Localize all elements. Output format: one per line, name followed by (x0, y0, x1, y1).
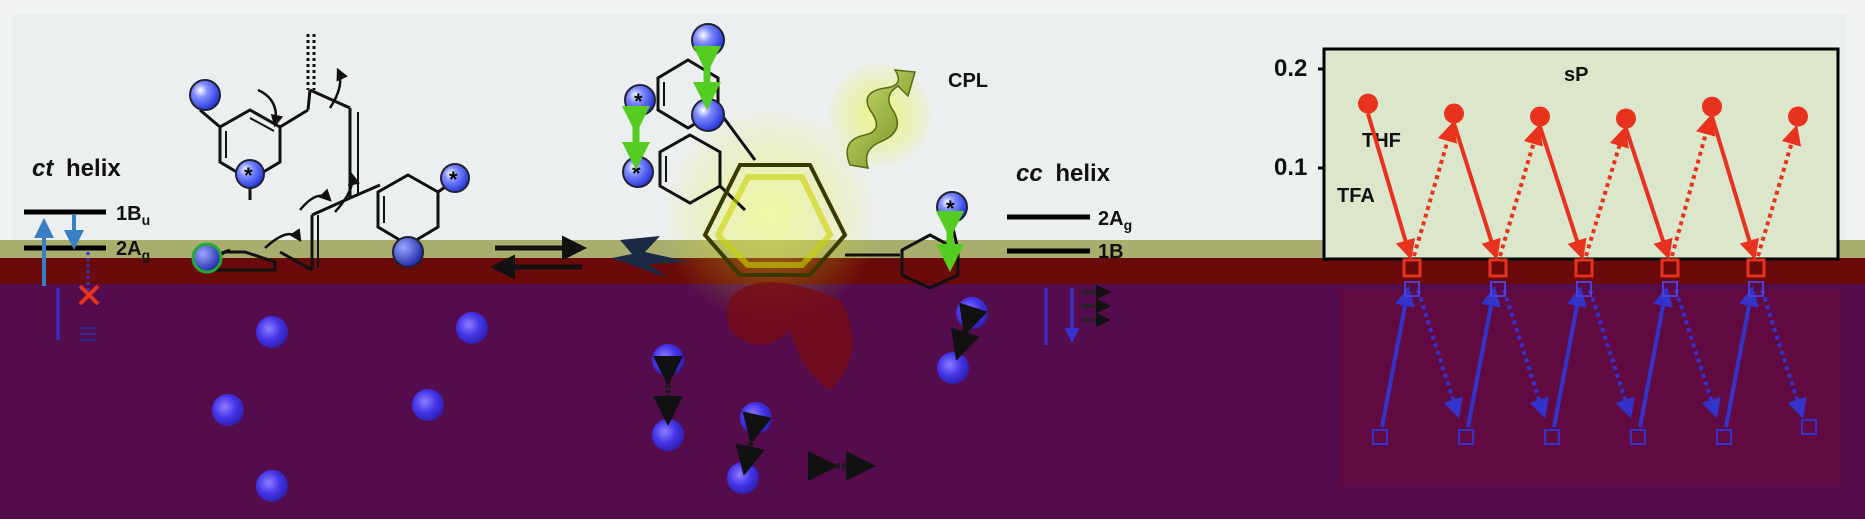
left-ball-1 (189, 79, 221, 111)
right-ball-star-1-text: * (449, 167, 458, 192)
sp-blue-arrow-down-1 (1416, 289, 1463, 419)
lightning-icon (612, 236, 690, 278)
sp-blue-square-low-3 (1544, 429, 1560, 445)
sp-blue-arrow-down-2 (1502, 289, 1549, 419)
sp-series-label-thf: THF (1362, 130, 1401, 152)
ct-helix-word: helix (66, 155, 121, 182)
sp-blue-square-low-4 (1630, 429, 1646, 445)
left-ball-star-1 (235, 159, 265, 189)
sp-arrow-down-5 (1710, 116, 1759, 260)
sp-thf-point-4 (1616, 108, 1636, 129)
center-ball-star-3-text: * (946, 196, 955, 221)
bottom-double-arrows (653, 302, 988, 481)
green-double-arrows (622, 46, 964, 272)
ct-helix-section: ct helix 1Bu 2Ag (24, 155, 150, 341)
right-ball-star-1 (440, 163, 470, 193)
sp-blue-square-low-2 (1458, 429, 1474, 445)
sp-arrow-up-5 (1756, 124, 1802, 257)
sp-blue-square-high-1 (1404, 281, 1420, 297)
sp-arrow-up-3 (1584, 126, 1629, 257)
dark-ring-shadow (726, 282, 853, 390)
sp-blue-arrow-up-4 (1638, 286, 1673, 428)
cc-helix-section: cc helix 2Ag 1B (1007, 160, 1132, 345)
sp-arrow-down-1 (1366, 113, 1416, 260)
sp-panel-shadow (1340, 290, 1840, 485)
ct-forbidden-cross-icon (78, 284, 100, 306)
left-ball-star-1-text: * (244, 163, 253, 188)
cpl-wave-icon (846, 69, 916, 169)
sp-blue-arrow-down-4 (1674, 289, 1721, 419)
ct-small-levels (80, 327, 96, 341)
sp-arrow-down-4 (1624, 127, 1673, 260)
sp-tfa-point-2 (1488, 258, 1508, 278)
sp-tick-0-2: 0.2 (1274, 55, 1307, 82)
center-ball-star-2-text: * (632, 161, 641, 186)
sp-thf-point-1 (1358, 93, 1378, 114)
sp-tfa-point-1 (1402, 258, 1422, 278)
sp-blue-square-low-end (1801, 419, 1817, 435)
sp-arrow-up-2 (1498, 124, 1544, 257)
sp-tfa-point-5 (1746, 258, 1766, 278)
sp-blue-square-low-1 (1372, 429, 1388, 445)
sp-thf-point-6 (1788, 106, 1808, 127)
left-ball-3 (191, 242, 223, 274)
equilibrium-arrows (490, 235, 587, 280)
sp-blue-arrow-down-5 (1760, 289, 1807, 419)
sp-panel-title: sP (1564, 64, 1588, 86)
center-ring-mid (658, 133, 722, 205)
ct-level-2ag-label: 2Ag (116, 238, 150, 263)
sp-panel: sP 0.2 0.1 THF TFA (1274, 47, 1840, 485)
sp-blue-arrow-up-1 (1380, 286, 1415, 428)
sp-thf-point-5 (1702, 96, 1722, 117)
sp-tfa-point-4 (1660, 258, 1680, 278)
sp-blue-arrow-up-5 (1724, 286, 1759, 428)
sp-blue-square-high-3 (1576, 281, 1592, 297)
sp-arrow-down-2 (1452, 122, 1501, 260)
sp-blue-square-high-4 (1662, 281, 1678, 297)
cc-helix-italic: cc (1016, 160, 1043, 187)
center-ball-2 (691, 98, 725, 132)
cc-level-1b-label: 1B (1098, 241, 1124, 263)
sp-series-label-tfa: TFA (1337, 185, 1375, 207)
sp-blue-square-high-5 (1748, 281, 1764, 297)
sp-plot-area (1358, 93, 1817, 445)
center-ring-big (702, 163, 848, 277)
left-ball-2 (392, 236, 424, 268)
sp-tick-0-1: 0.1 (1274, 154, 1307, 181)
cc-level-2ag-label: 2Ag (1098, 208, 1132, 233)
center-ball-star-1-text: * (634, 89, 643, 114)
sp-thf-point-2 (1444, 103, 1464, 124)
background-red-band (0, 258, 1865, 288)
sp-blue-arrow-up-2 (1466, 286, 1501, 428)
sp-panel-box (1322, 47, 1840, 261)
ct-helix-label: ct helix (32, 155, 121, 182)
sp-arrow-up-1 (1412, 121, 1458, 257)
sp-arrow-down-3 (1538, 125, 1587, 260)
cc-small-arrows (1082, 284, 1111, 328)
ct-level-1bu-label: 1Bu (116, 203, 150, 228)
cc-helix-label: cc helix (1016, 160, 1111, 187)
sp-blue-square-low-5 (1716, 429, 1732, 445)
cpl-label: CPL (948, 70, 988, 92)
sp-blue-arrow-down-3 (1588, 289, 1635, 419)
ct-helix-italic: ct (32, 155, 54, 182)
glow-halo (660, 105, 880, 325)
center-ball-top (691, 23, 725, 57)
sp-thf-point-3 (1530, 106, 1550, 127)
sp-blue-square-high-2 (1490, 281, 1506, 297)
cc-helix-word: helix (1055, 160, 1110, 187)
sp-blue-arrow-up-3 (1552, 286, 1587, 428)
sp-tfa-point-3 (1574, 258, 1594, 278)
